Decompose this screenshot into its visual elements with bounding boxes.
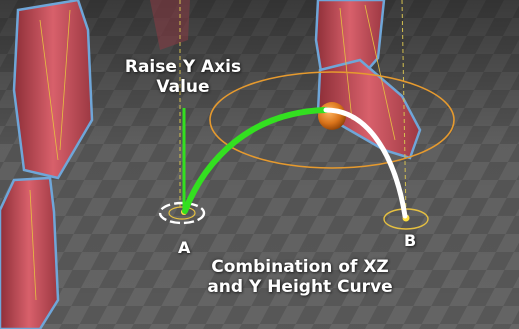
- target-gizmo-ring: [209, 71, 455, 169]
- guide-line-b: [401, 0, 407, 216]
- point-b-label: B: [404, 231, 417, 250]
- combo-line-2: and Y Height Curve: [207, 276, 393, 297]
- left-leg-upper: [12, 0, 94, 180]
- left-leg-lower: [0, 176, 60, 329]
- height-curve-green: [182, 107, 329, 214]
- raise-line-2: Value: [156, 76, 210, 97]
- combo-line-1: Combination of XZ: [211, 257, 389, 277]
- point-a-ring: [158, 201, 206, 225]
- height-curve-white: [323, 107, 408, 219]
- target-ball: [318, 102, 346, 130]
- point-a-label: A: [178, 238, 191, 257]
- combination-annotation: Combination of XZ and Y Height Curve: [190, 257, 410, 297]
- point-a-inner: [168, 206, 196, 220]
- raise-y-annotation: Raise Y Axis Value: [108, 57, 258, 97]
- raise-line-1: Raise Y Axis: [124, 57, 242, 77]
